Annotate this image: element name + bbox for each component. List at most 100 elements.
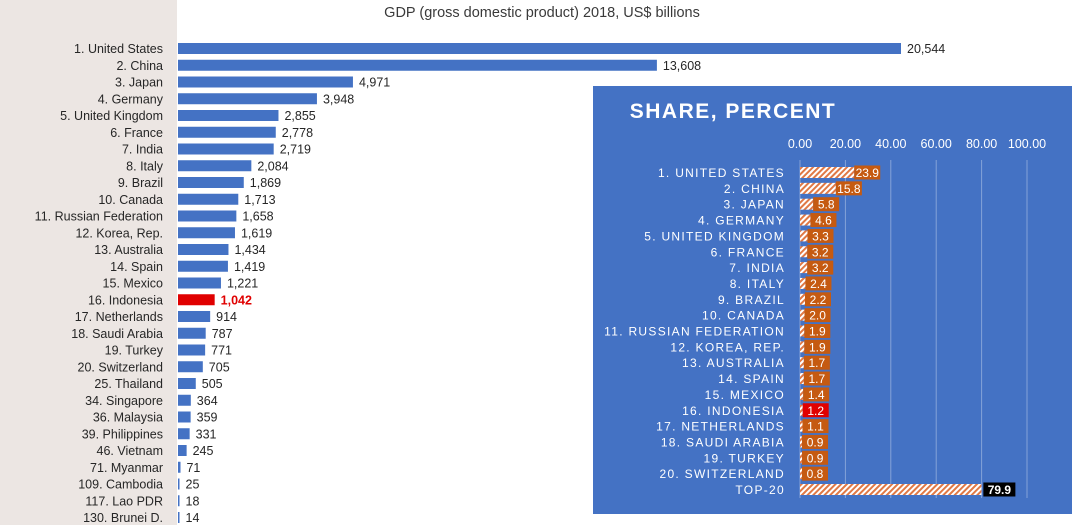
- share-label-20-switzerland: 20. SWITZERLAND: [659, 467, 785, 481]
- share-bar-5-united-kingdom: [800, 230, 808, 242]
- bar-5-united-kingdom: [178, 110, 279, 121]
- bar-3-japan: [178, 76, 353, 88]
- bar-18-saudi-arabia: [178, 327, 206, 339]
- value-label-109-cambodia: 25: [186, 478, 200, 492]
- value-label-9-brazil: 1,869: [250, 176, 281, 190]
- share-bar-18-saudi-arabia: [800, 436, 803, 448]
- category-label-15-mexico: 15. Mexico: [103, 277, 163, 291]
- bar-8-italy: [178, 160, 252, 172]
- inset-title: SHARE, PERCENT: [629, 100, 837, 123]
- share-bar-8-italy: [800, 277, 806, 289]
- category-label-2-china: 2. China: [116, 59, 163, 73]
- share-value-box-20-switzerland: [802, 466, 828, 481]
- share-value-2-china: 15.8: [837, 182, 861, 196]
- share-label-11-russian-federation: 11. RUSSIAN FEDERATION: [604, 325, 785, 339]
- category-label-19-turkey: 19. Turkey: [105, 344, 164, 358]
- share-label-13-australia: 13. AUSTRALIA: [682, 356, 785, 370]
- tick-label-100-00: 100.00: [1008, 137, 1046, 151]
- share-value-box-8-italy: [805, 276, 832, 291]
- bar-46-vietnam: [178, 445, 187, 456]
- share-bar-3-japan: [800, 198, 814, 210]
- category-label-36-malaysia: 36. Malaysia: [93, 411, 163, 425]
- value-label-6-france: 2,778: [282, 126, 313, 140]
- share-bar-13-australia: [800, 357, 804, 369]
- share-bar-15-mexico: [800, 388, 804, 400]
- bar-117-lao-pdr: [178, 495, 180, 507]
- share-value-box-13-australia: [803, 355, 830, 370]
- share-bar-1-united-states: [800, 167, 855, 178]
- value-label-16-indonesia: 1,042: [221, 293, 252, 307]
- value-label-34-singapore: 364: [197, 394, 218, 408]
- bar-19-turkey: [178, 344, 206, 356]
- share-value-10-canada: 2.0: [809, 309, 826, 323]
- share-value-box-top-20: [983, 482, 1016, 497]
- value-label-39-philippines: 331: [196, 427, 217, 441]
- category-label-117-lao-pdr: 117. Lao PDR: [85, 494, 163, 508]
- share-value-16-indonesia: 1.2: [807, 404, 824, 418]
- share-value-box-1-united-states: [854, 165, 881, 180]
- value-label-14-spain: 1,419: [234, 260, 265, 274]
- share-label-6-france: 6. FRANCE: [711, 245, 785, 259]
- share-value-17-netherlands: 1.1: [807, 420, 824, 434]
- share-bar-7-india: [800, 262, 808, 274]
- bar-11-russian-federation: [178, 210, 237, 222]
- share-label-17-netherlands: 17. NETHERLANDS: [656, 420, 785, 434]
- share-value-3-japan: 5.8: [818, 198, 835, 212]
- share-bar-11-russian-federation: [800, 325, 805, 337]
- share-value-box-9-brazil: [804, 292, 831, 307]
- value-label-11-russian-federation: 1,658: [242, 210, 273, 224]
- value-label-3-japan: 4,971: [359, 76, 390, 90]
- share-value-19-turkey: 0.9: [807, 451, 824, 465]
- share-bar-2-china: [800, 182, 836, 194]
- tick-label-80-00: 80.00: [966, 137, 997, 151]
- value-label-130-brunei-d: 14: [186, 511, 200, 525]
- category-label-34-singapore: 34. Singapore: [85, 394, 163, 408]
- category-label-130-brunei-d: 130. Brunei D.: [83, 511, 163, 525]
- value-label-7-india: 2,719: [280, 143, 311, 157]
- share-value-13-australia: 1.7: [809, 356, 826, 370]
- share-label-14-spain: 14. SPAIN: [718, 372, 785, 386]
- share-label-2-china: 2. CHINA: [724, 182, 785, 196]
- category-label-panel: [0, 0, 177, 525]
- share-label-10-canada: 10. CANADA: [702, 309, 785, 323]
- share-value-1-united-states: 23.9: [856, 166, 880, 180]
- share-bar-4-germany: [800, 214, 811, 226]
- bar-7-india: [178, 143, 274, 155]
- share-value-18-saudi-arabia: 0.9: [807, 435, 824, 449]
- share-bar-14-spain: [800, 373, 804, 385]
- bar-25-thailand: [178, 378, 196, 389]
- category-label-13-australia: 13. Australia: [94, 243, 163, 257]
- share-value-box-15-mexico: [803, 387, 830, 402]
- share-value-box-12-korea-rep: [804, 339, 831, 354]
- value-label-117-lao-pdr: 18: [186, 494, 200, 508]
- category-label-5-united-kingdom: 5. United Kingdom: [60, 109, 163, 123]
- tick-label-0-00: 0.00: [788, 137, 812, 151]
- value-label-18-saudi-arabia: 787: [212, 327, 233, 341]
- share-value-box-6-france: [807, 244, 834, 259]
- share-value-15-mexico: 1.4: [808, 388, 825, 402]
- category-label-25-thailand: 25. Thailand: [94, 377, 163, 391]
- value-label-12-korea-rep: 1,619: [241, 226, 272, 240]
- share-label-18-saudi-arabia: 18. SAUDI ARABIA: [661, 435, 785, 449]
- value-label-1-united-states: 20,544: [907, 42, 945, 56]
- share-value-box-4-germany: [810, 213, 837, 228]
- bar-1-united-states: [178, 43, 901, 54]
- category-label-12-korea-rep: 12. Korea, Rep.: [75, 226, 163, 240]
- category-label-10-canada: 10. Canada: [98, 193, 163, 207]
- category-label-1-united-states: 1. United States: [74, 42, 163, 56]
- bar-36-malaysia: [178, 411, 191, 423]
- share-bar-12-korea-rep: [800, 341, 805, 353]
- share-value-box-2-china: [835, 181, 862, 196]
- share-label-7-india: 7. INDIA: [729, 261, 785, 275]
- share-value-6-france: 3.2: [812, 245, 829, 259]
- category-label-9-brazil: 9. Brazil: [118, 176, 163, 190]
- share-value-12-korea-rep: 1.9: [809, 340, 826, 354]
- value-label-19-turkey: 771: [211, 344, 232, 358]
- bar-130-brunei-d: [178, 512, 180, 523]
- share-value-box-7-india: [807, 260, 834, 275]
- share-label-4-germany: 4. GERMANY: [698, 214, 785, 228]
- share-value-box-3-japan: [813, 197, 840, 212]
- bar-13-australia: [178, 244, 229, 255]
